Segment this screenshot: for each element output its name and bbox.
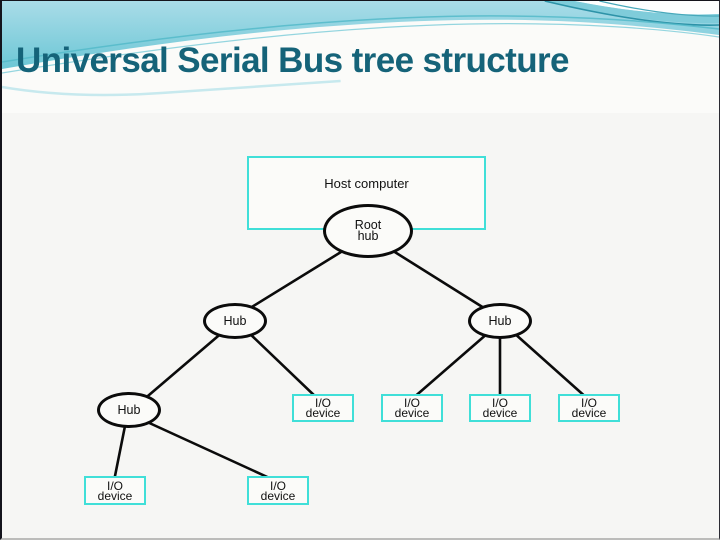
hub-right-label: Hub xyxy=(488,313,512,328)
edge-hublower-iodevice6 xyxy=(143,419,278,483)
page-title: Universal Serial Bus tree structure xyxy=(16,41,569,80)
edge-hubleft-iodevice1 xyxy=(246,330,320,401)
swoosh-line xyxy=(2,23,719,74)
hub-left-label: Hub xyxy=(223,313,247,328)
root-hub-label: Root hub xyxy=(354,218,382,243)
io-device-label: I/O device xyxy=(305,396,341,420)
io-device-node-6: I/O device xyxy=(247,476,309,505)
edge-hubright-iodevice2 xyxy=(410,331,490,401)
hub-lower-left-label: Hub xyxy=(117,402,141,417)
io-device-node-5: I/O device xyxy=(84,476,146,505)
io-device-node-4: I/O device xyxy=(558,394,620,422)
io-device-label: I/O device xyxy=(260,478,296,503)
swoosh-line xyxy=(2,79,341,97)
hub-left-node: Hub xyxy=(203,303,267,339)
top-right-white-sliver xyxy=(574,1,719,15)
edge-roothub-hubright xyxy=(380,242,494,315)
edge-roothub-hubleft xyxy=(240,242,356,315)
io-device-label: I/O device xyxy=(97,478,133,503)
hub-right-node: Hub xyxy=(468,303,532,339)
header-wave-decoration xyxy=(2,1,719,113)
io-device-label: I/O device xyxy=(571,396,607,420)
main-white-swoosh xyxy=(2,19,719,113)
io-device-label: I/O device xyxy=(394,396,430,420)
edge-hublower-iodevice5 xyxy=(112,419,128,483)
top-right-teal-stripe xyxy=(544,1,719,24)
edge-hubleft-hublower xyxy=(140,329,226,403)
io-device-node-3: I/O device xyxy=(469,394,531,422)
hub-lower-left-node: Hub xyxy=(97,392,161,428)
root-hub-node: Root hub xyxy=(323,204,413,258)
host-computer-label: Host computer xyxy=(324,176,409,191)
io-device-label: I/O device xyxy=(482,396,518,420)
edge-hubright-iodevice4 xyxy=(512,331,590,401)
stripe-line xyxy=(544,1,719,26)
stripe-line xyxy=(599,1,719,17)
io-device-node-1: I/O device xyxy=(292,394,354,422)
io-device-node-2: I/O device xyxy=(381,394,443,422)
swoosh-line xyxy=(2,15,719,63)
